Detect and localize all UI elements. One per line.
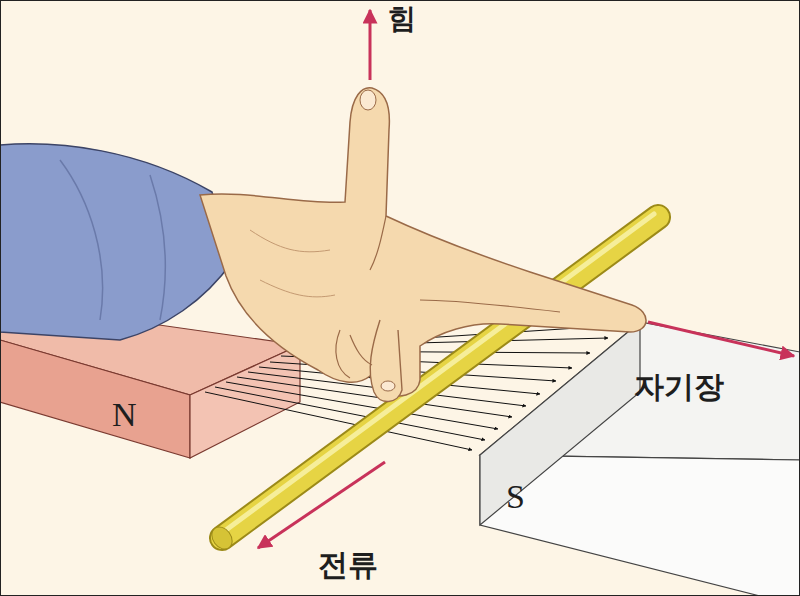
sleeve-folds [60, 160, 165, 320]
current-arrow [258, 462, 385, 548]
s-magnet [480, 322, 800, 596]
force-label: 힘 [388, 4, 416, 35]
left-hand [200, 88, 646, 402]
current-label: 전류 [318, 548, 378, 581]
pole-label: S [506, 478, 525, 515]
sleeve [0, 144, 232, 340]
n-magnet [0, 318, 300, 458]
field-label: 자기장 [634, 370, 724, 403]
pole-label: N [112, 396, 137, 433]
field-arrow [648, 322, 794, 356]
force-arrow [369, 10, 372, 80]
